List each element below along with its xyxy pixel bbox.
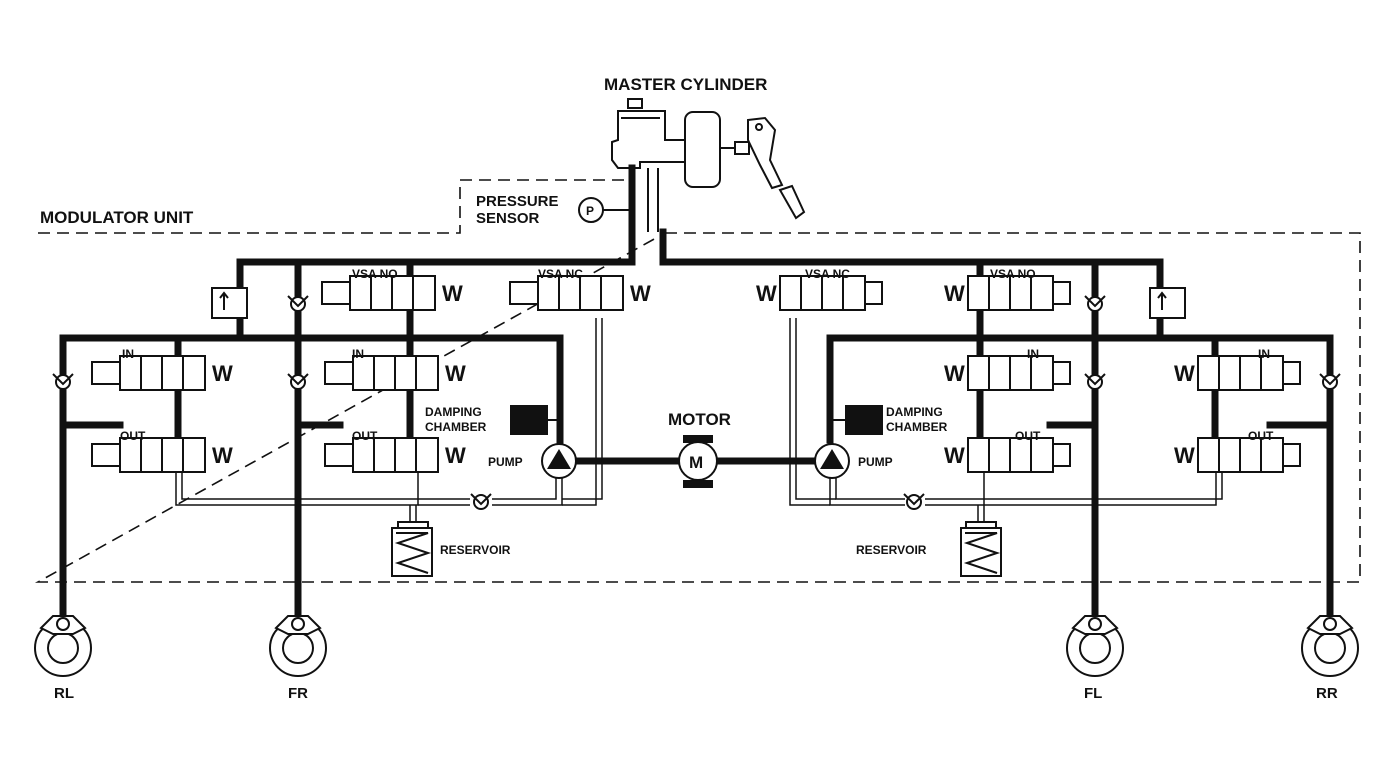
check-valve-icon (903, 493, 925, 510)
pump-right-label: PUMP (858, 455, 893, 469)
vsa-nc-left-label: VSA NC (538, 267, 583, 281)
spring-symbol: W (944, 281, 965, 306)
pump-left-icon (541, 443, 577, 479)
out-valve-3-label: OUT (1015, 429, 1041, 443)
motor-symbol: M (689, 453, 703, 472)
wheel-label-fr: FR (288, 685, 308, 702)
damping-chamber-left-label-2: CHAMBER (425, 420, 487, 434)
damping-chamber-right-icon (845, 405, 883, 435)
spring-symbol: W (445, 361, 466, 386)
vsa-nc-valve-right-icon: W (756, 275, 883, 311)
check-valve-icon (1084, 295, 1106, 312)
check-valve-group (52, 295, 1341, 510)
pressure-sensor-label-1: PRESSURE (476, 193, 559, 210)
in-valve-1-label: IN (122, 347, 134, 361)
damping-chamber-left-label-1: DAMPING (425, 405, 482, 419)
motor-icon: M (678, 435, 718, 488)
in-valve-fr-icon: W (324, 355, 466, 391)
spring-symbol: W (1174, 361, 1195, 386)
vsa-no-valve-right-icon: W (944, 275, 1071, 311)
out-valve-fr-icon: W (324, 437, 466, 473)
in-valve-rr-icon: W (1174, 355, 1301, 391)
return-lines (175, 318, 1223, 522)
vsa-no-valve-left-icon: W (321, 275, 463, 311)
relief-valve-left-icon (211, 287, 248, 319)
spring-symbol: W (445, 443, 466, 468)
spring-symbol: W (944, 443, 965, 468)
wheel-brake-fl-icon (1066, 615, 1124, 677)
pump-right-icon (814, 443, 850, 479)
master-cylinder-label: MASTER CYLINDER (604, 75, 767, 94)
spring-symbol: W (756, 281, 777, 306)
vsa-no-left-label: VSA NO (352, 267, 398, 281)
reservoir-right-label: RESERVOIR (856, 543, 927, 557)
damping-chamber-right-label-2: CHAMBER (886, 420, 948, 434)
wheel-label-rl: RL (54, 685, 74, 702)
wheel-brake-fr-icon (269, 615, 327, 677)
out-valve-4-label: OUT (1248, 429, 1274, 443)
wheel-label-rr: RR (1316, 685, 1338, 702)
out-valve-rl-icon: W (91, 437, 233, 473)
check-valve-icon (52, 373, 74, 390)
in-valve-3-label: IN (1027, 347, 1039, 361)
spring-symbol: W (212, 361, 233, 386)
check-valve-icon (470, 493, 492, 510)
reservoir-left-icon (391, 521, 433, 577)
master-cylinder-icon (611, 98, 806, 220)
vsa-no-right-label: VSA NO (990, 267, 1036, 281)
in-valve-2-label: IN (352, 347, 364, 361)
in-valve-4-label: IN (1258, 347, 1270, 361)
wheel-brake-rr-icon (1301, 615, 1359, 677)
in-valve-rl-icon: W (91, 355, 233, 391)
out-valve-2-label: OUT (352, 429, 378, 443)
vsa-nc-valve-left-icon: W (509, 275, 651, 311)
reservoir-right-icon (960, 521, 1002, 577)
vsa-nc-right-label: VSA NC (805, 267, 850, 281)
out-valve-fl-icon: W (944, 437, 1071, 473)
spring-symbol: W (212, 443, 233, 468)
spring-symbol: W (944, 361, 965, 386)
modulator-unit-boundary (34, 179, 1361, 583)
pressure-sensor-icon: P (578, 197, 604, 223)
spring-symbol: W (630, 281, 651, 306)
wheel-brake-rl-icon (34, 615, 92, 677)
valve-group: W W W W W W W W W W W W (91, 275, 1301, 473)
damping-chamber-right-label-1: DAMPING (886, 405, 943, 419)
wheel-group (34, 615, 1359, 677)
pressure-sensor-symbol: P (586, 204, 594, 218)
in-valve-fl-icon: W (944, 355, 1071, 391)
out-valve-1-label: OUT (120, 429, 146, 443)
reservoir-left-label: RESERVOIR (440, 543, 511, 557)
spring-symbol: W (1174, 443, 1195, 468)
motor-label: MOTOR (668, 410, 731, 429)
wheel-label-fl: FL (1084, 685, 1102, 702)
relief-valve-right-icon (1149, 287, 1186, 319)
spring-symbol: W (442, 281, 463, 306)
out-valve-rr-icon: W (1174, 437, 1301, 473)
check-valve-icon (287, 373, 309, 390)
check-valve-icon (287, 295, 309, 312)
pump-left-label: PUMP (488, 455, 523, 469)
modulator-unit-label: MODULATOR UNIT (40, 208, 194, 227)
check-valve-icon (1319, 373, 1341, 390)
pressure-sensor-label-2: SENSOR (476, 210, 540, 227)
damping-chamber-left-icon (510, 405, 548, 435)
check-valve-icon (1084, 373, 1106, 390)
